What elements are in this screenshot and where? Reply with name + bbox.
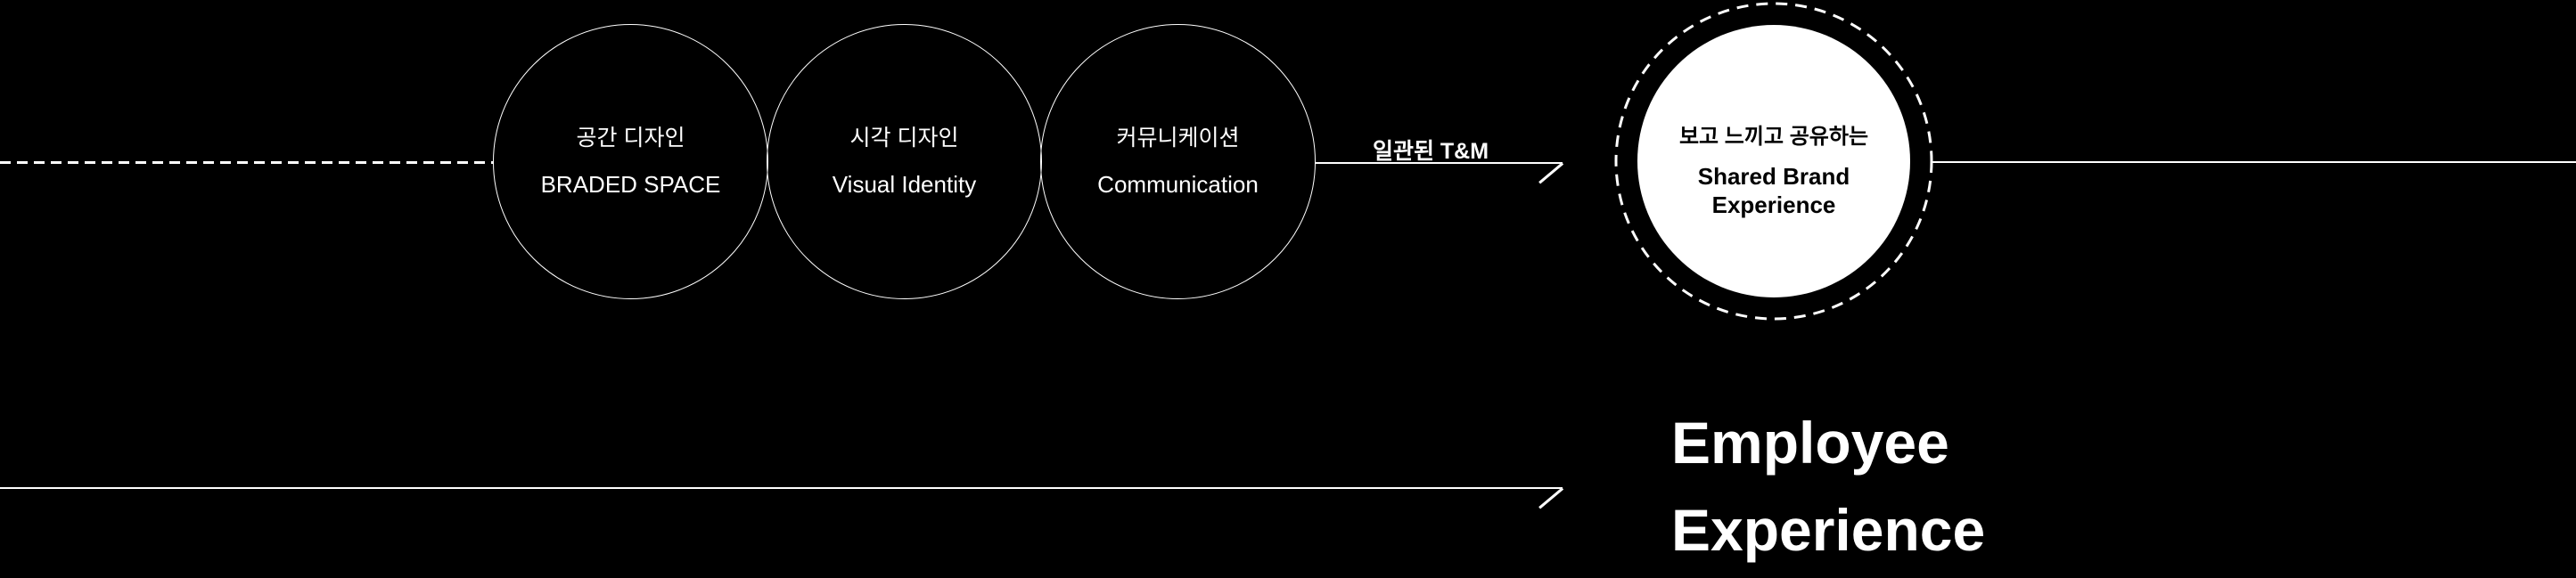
circle-communication: 커뮤니케이션 Communication (1040, 24, 1316, 299)
right-connector-line (1931, 161, 2576, 163)
employee-experience-label-line2: Experience (1671, 497, 1986, 563)
circle-visual-identity-label-ko: 시각 디자인 (849, 126, 959, 151)
shared-brand-experience-label-en-line1: Shared Brand (1697, 163, 1850, 190)
circle-visual-identity-label-en: Visual Identity (832, 171, 977, 198)
left-dashed-connector-line (0, 161, 494, 164)
shared-brand-experience-circle: 보고 느끼고 공유하는 Shared Brand Experience (1637, 25, 1910, 297)
employee-experience-label-line1: Employee (1671, 410, 1949, 476)
consistent-tm-arrow-head (1538, 162, 1563, 184)
circle-branded-space-label-ko: 공간 디자인 (576, 126, 685, 151)
shared-brand-experience-label-en-line2: Experience (1711, 191, 1836, 218)
circle-branded-space-label-en: BRADED SPACE (540, 171, 721, 198)
circle-visual-identity: 시각 디자인 Visual Identity (767, 24, 1042, 299)
consistent-tm-arrow-line (1315, 162, 1563, 164)
circle-communication-label-ko: 커뮤니케이션 (1116, 126, 1240, 151)
circle-communication-label-en: Communication (1097, 171, 1259, 198)
employee-experience-label: Employee Experience (1671, 399, 1985, 574)
circle-branded-space: 공간 디자인 BRADED SPACE (493, 24, 768, 299)
employee-experience-arrow-line (0, 487, 1563, 489)
employee-experience-arrow-head (1538, 487, 1563, 509)
shared-brand-experience-label-ko: 보고 느끼고 공유하는 (1678, 125, 1869, 149)
consistent-tm-label: 일관된 T&M (1372, 139, 1489, 164)
